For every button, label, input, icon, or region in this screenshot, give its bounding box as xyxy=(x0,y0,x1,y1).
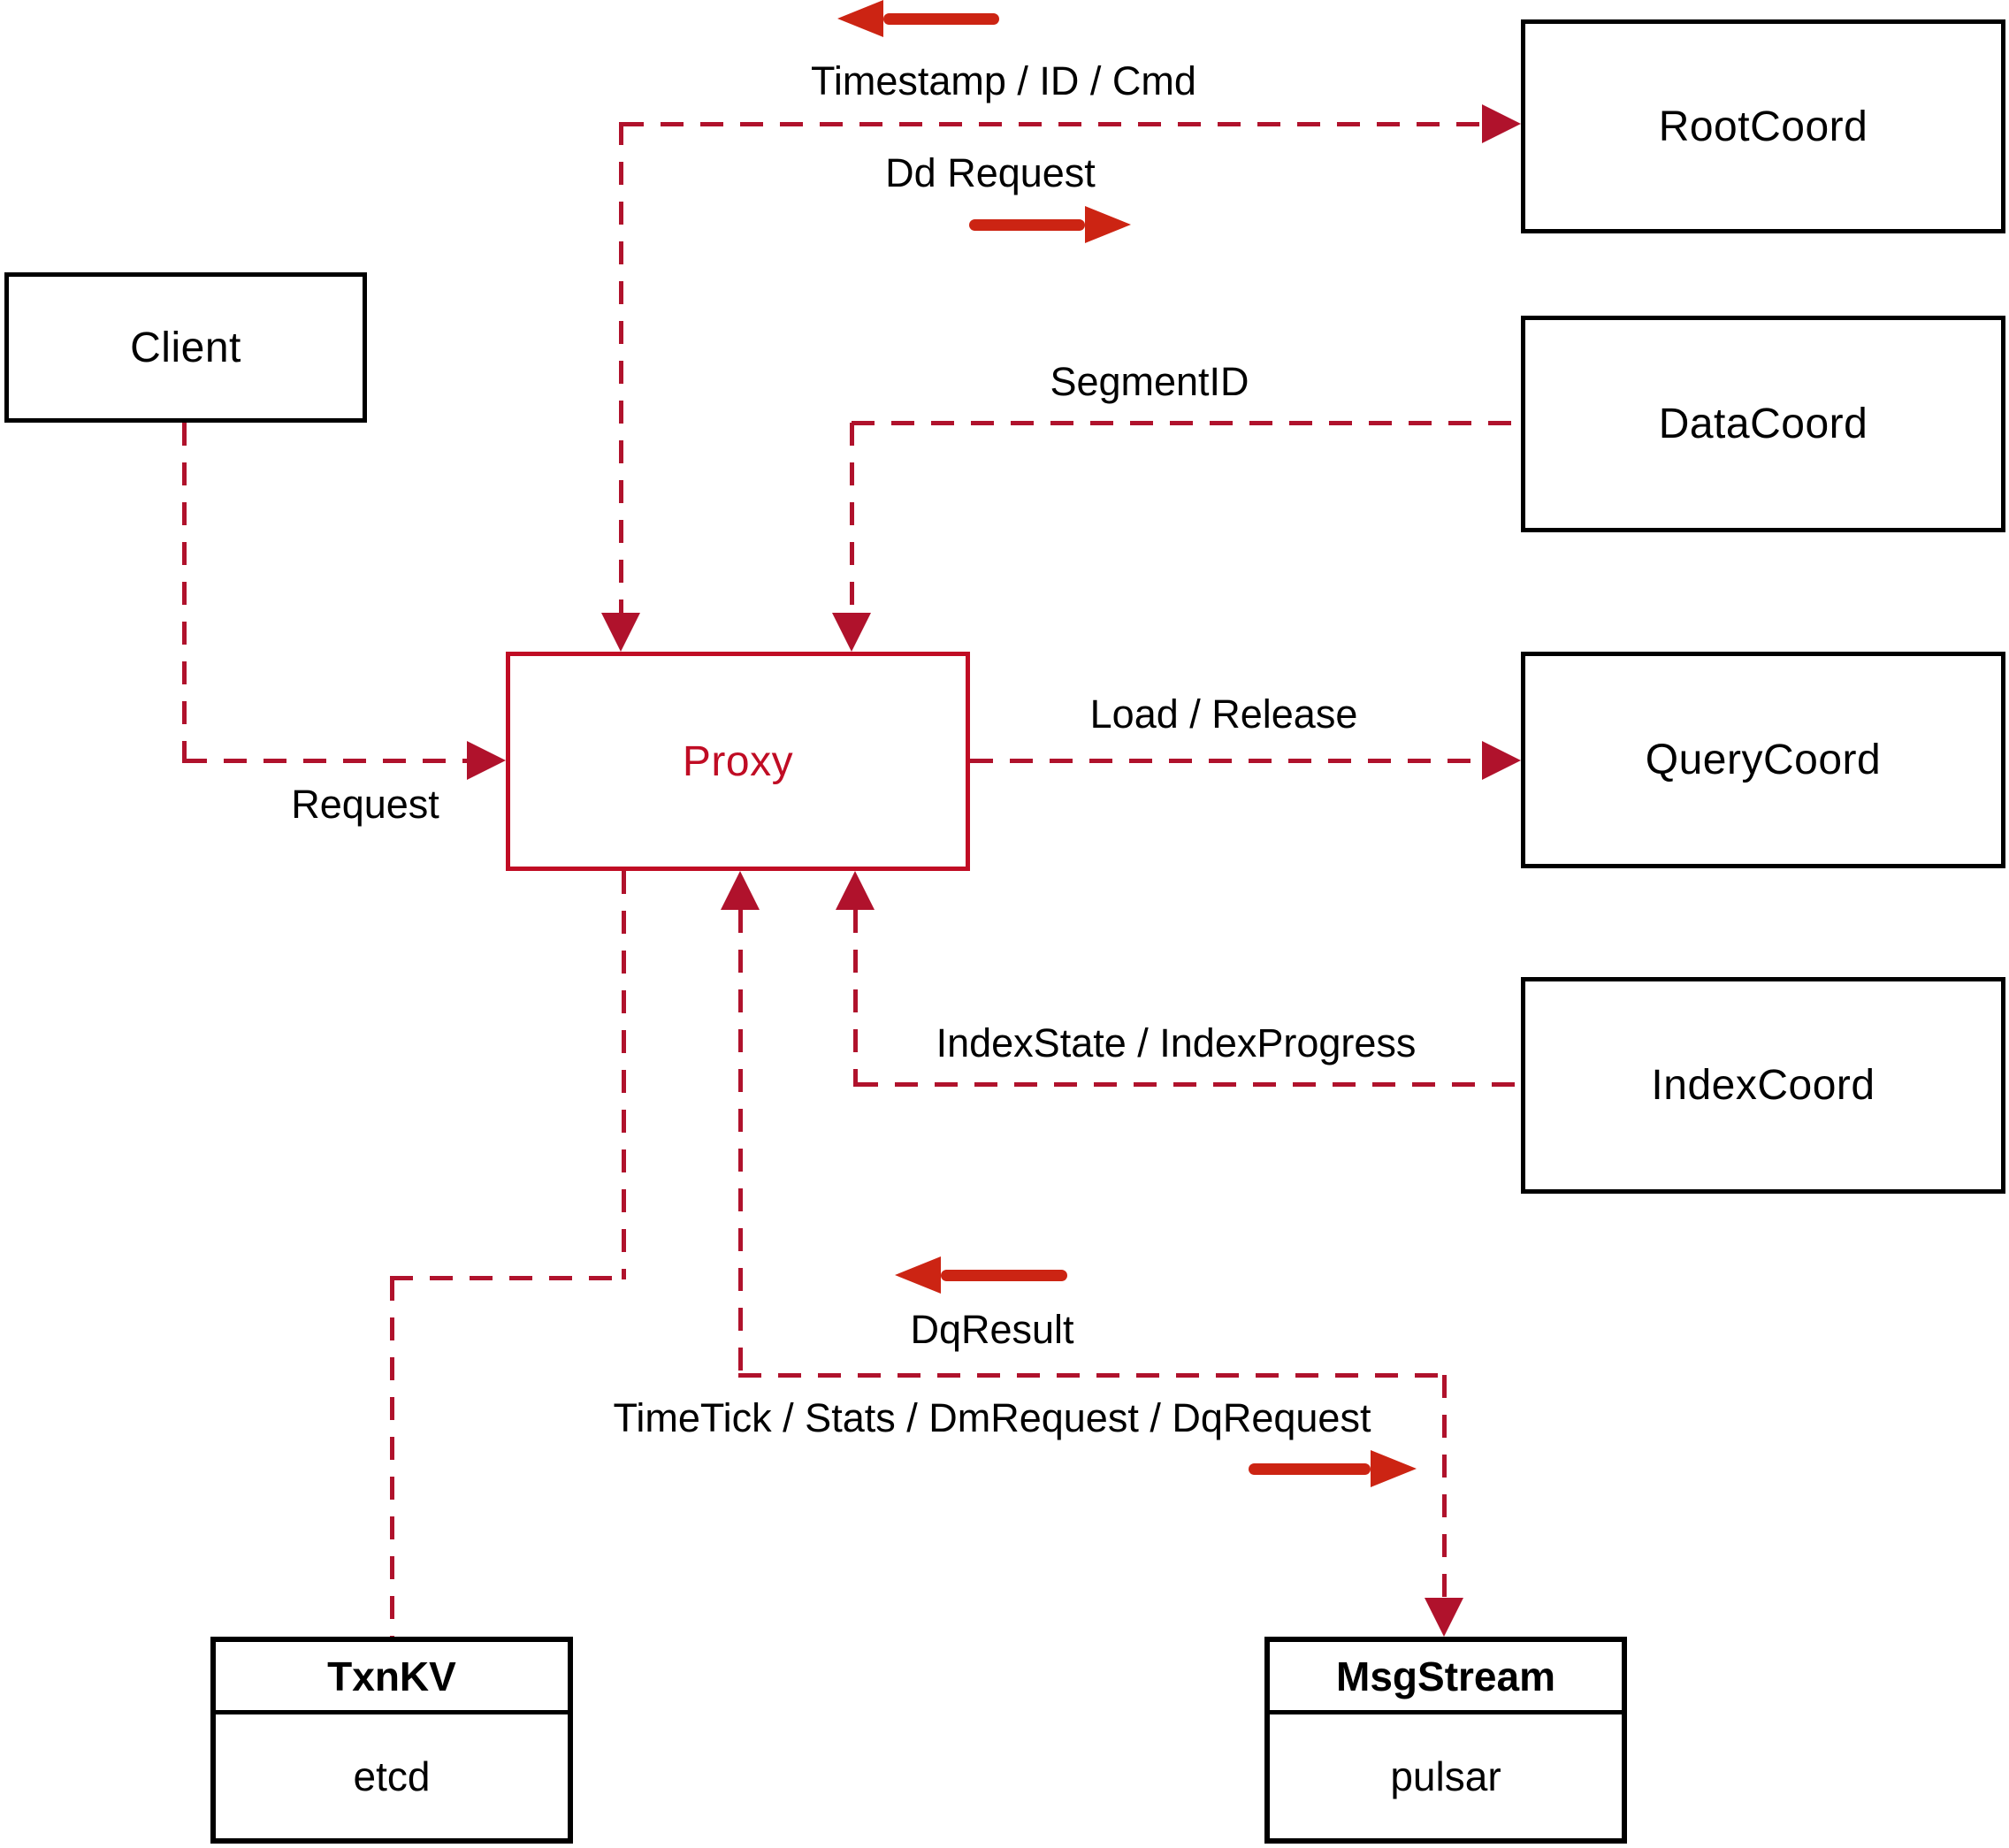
edge-label-dd-request: Dd Request xyxy=(885,150,1096,195)
edge-label-timestamp-id-cmd: Timestamp / ID / Cmd xyxy=(811,58,1196,103)
node-msgstream: MsgStream pulsar xyxy=(1264,1637,1627,1844)
edge-proxy-rootcoord-vertical xyxy=(619,122,623,613)
edge-proxy-querycoord-horizontal xyxy=(970,759,1482,763)
edge-indexcoord-proxy-vertical xyxy=(853,910,858,1087)
node-proxy-label: Proxy xyxy=(682,737,794,785)
arrow-head xyxy=(1371,1450,1417,1487)
node-msgstream-implementation: pulsar xyxy=(1390,1753,1501,1799)
direction-arrow-left-timestamp-icon xyxy=(837,0,999,37)
arrow-shaft xyxy=(969,218,1085,231)
arrow-head xyxy=(895,1256,941,1294)
edge-label-timetick-stats: TimeTick / Stats / DmRequest / DqRequest xyxy=(613,1395,1371,1440)
arrowhead-into-proxy-bottom-left xyxy=(721,871,760,910)
arrowhead-into-proxy-top-right xyxy=(832,613,871,652)
node-rootcoord: RootCoord xyxy=(1521,19,2005,233)
node-client: Client xyxy=(4,272,367,423)
arrowhead-into-rootcoord xyxy=(1482,104,1521,143)
node-msgstream-title: MsgStream xyxy=(1270,1642,1622,1714)
arrowhead-into-msgstream xyxy=(1425,1598,1463,1637)
edge-proxy-msgstream-horizontal xyxy=(738,1373,1446,1378)
edge-datacoord-proxy-horizontal xyxy=(852,421,1521,425)
direction-arrow-left-dqresult-icon xyxy=(895,1256,1067,1294)
node-datacoord-label: DataCoord xyxy=(1658,401,1868,447)
arrowhead-into-proxy-left xyxy=(467,741,506,780)
edge-label-dqresult: DqResult xyxy=(910,1307,1074,1352)
edge-proxy-msgstream-vertical-1 xyxy=(738,910,743,1377)
node-txnkv-title: TxnKV xyxy=(216,1642,568,1714)
edge-label-load-release: Load / Release xyxy=(1089,691,1358,737)
arrow-shaft xyxy=(941,1269,1067,1281)
node-client-label: Client xyxy=(130,324,241,371)
arrowhead-into-proxy-top-left xyxy=(601,613,640,652)
edge-proxy-msgstream-vertical-2 xyxy=(1442,1375,1447,1598)
edge-proxy-txnkv-vertical-1 xyxy=(622,871,626,1279)
arrow-head xyxy=(1085,206,1131,243)
arrow-shaft xyxy=(1249,1462,1371,1475)
node-txnkv-implementation: etcd xyxy=(353,1753,431,1799)
edge-client-proxy-vertical xyxy=(182,423,187,763)
node-indexcoord: IndexCoord xyxy=(1521,977,2005,1194)
node-querycoord: QueryCoord xyxy=(1521,652,2005,868)
edge-label-indexstate-indexprogress: IndexState / IndexProgress xyxy=(936,1020,1417,1065)
arrowhead-into-querycoord xyxy=(1482,741,1521,780)
edge-proxy-txnkv-horizontal xyxy=(390,1276,623,1280)
edge-client-proxy-horizontal xyxy=(184,759,467,763)
edge-proxy-txnkv-vertical-2 xyxy=(390,1278,394,1637)
node-txnkv: TxnKV etcd xyxy=(210,1637,573,1844)
node-indexcoord-label: IndexCoord xyxy=(1651,1062,1875,1109)
arrowhead-into-proxy-bottom-right xyxy=(836,871,875,910)
edge-datacoord-proxy-vertical xyxy=(850,423,854,613)
node-rootcoord-label: RootCoord xyxy=(1658,103,1868,150)
arrow-head xyxy=(837,0,883,37)
edge-label-segmentid: SegmentID xyxy=(1050,359,1249,404)
node-datacoord: DataCoord xyxy=(1521,316,2005,532)
node-proxy: Proxy xyxy=(506,652,970,871)
direction-arrow-right-dqrequest-icon xyxy=(1249,1450,1417,1487)
edge-indexcoord-proxy-horizontal xyxy=(855,1082,1521,1087)
edge-proxy-rootcoord-horizontal xyxy=(621,122,1482,126)
arrow-shaft xyxy=(883,12,999,25)
direction-arrow-right-ddrequest-icon xyxy=(969,206,1131,243)
node-querycoord-label: QueryCoord xyxy=(1645,737,1882,783)
edge-label-request: Request xyxy=(291,782,439,827)
